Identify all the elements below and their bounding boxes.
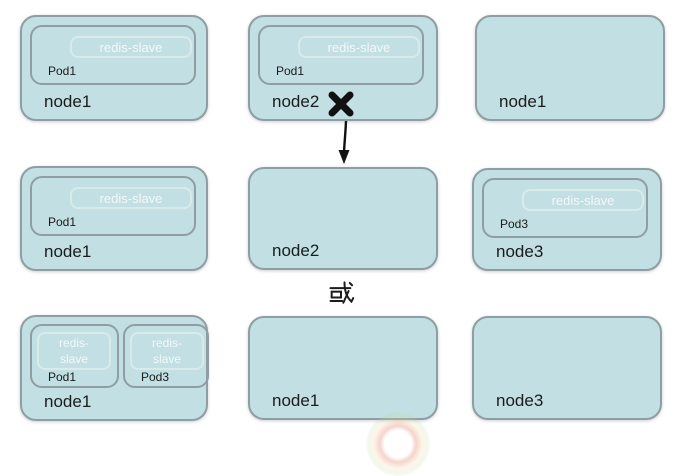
container-label: redis-slave [58,336,89,366]
failure-x-icon [328,91,354,117]
pod-label: Pod1 [276,64,305,78]
pod-label: Pod1 [48,215,77,229]
container-box: redis-slave [37,332,111,370]
container-box: redis-slave [298,36,420,58]
container-label: redis-slave [151,336,182,366]
node-box-r1c1: redis-slave Pod1 node1 [20,15,208,121]
node-label: node2 [272,241,320,260]
container-label: redis-slave [99,40,163,55]
node-box-r3c2: node1 [248,316,438,420]
node-label: node3 [496,391,544,410]
pod-label: Pod1 [48,64,77,78]
container-box: redis-slave [70,187,192,209]
node-box-r2c2: node2 [248,167,438,270]
or-label: 或 [327,280,357,310]
or-text: 或 [327,280,351,315]
pod-label: Pod1 [48,370,77,384]
node-label: node1 [499,92,547,111]
pod-label: Pod3 [500,217,529,231]
node-box-r3c1: redis-slave Pod1 redis-slave Pod3 node1 [20,315,209,421]
diagram-canvas: { "diagram": { "title_semantic": "pod-re… [20,15,665,476]
container-box: redis-slave [70,36,192,58]
node-label: node1 [44,392,92,411]
pod-box: redis-slave Pod3 [123,324,209,388]
node-label: node1 [272,391,320,410]
node-box-r2c3: redis-slave Pod3 node3 [472,168,662,271]
or-glyph [329,281,355,304]
node-box-r3c3: node3 [472,316,662,420]
node-label: node1 [44,92,92,111]
container-box: redis-slave [522,189,644,211]
node-box-r1c3: node1 [475,15,665,121]
container-label: redis-slave [327,40,391,55]
pod-box: redis-slave Pod3 [482,178,648,238]
container-label: redis-slave [99,191,163,206]
pod-box: redis-slave Pod1 [30,176,196,236]
node-label: node3 [496,242,544,261]
pod-label: Pod3 [141,370,170,384]
pod-box: redis-slave Pod1 [258,25,424,85]
pod-box: redis-slave Pod1 [30,324,119,388]
pod-box: redis-slave Pod1 [30,25,196,85]
watermark [366,412,430,476]
node-label: node2 [272,92,320,111]
container-label: redis-slave [551,193,615,208]
node-box-r2c1: redis-slave Pod1 node1 [20,166,208,271]
node-label: node1 [44,242,92,261]
container-box: redis-slave [130,332,204,370]
